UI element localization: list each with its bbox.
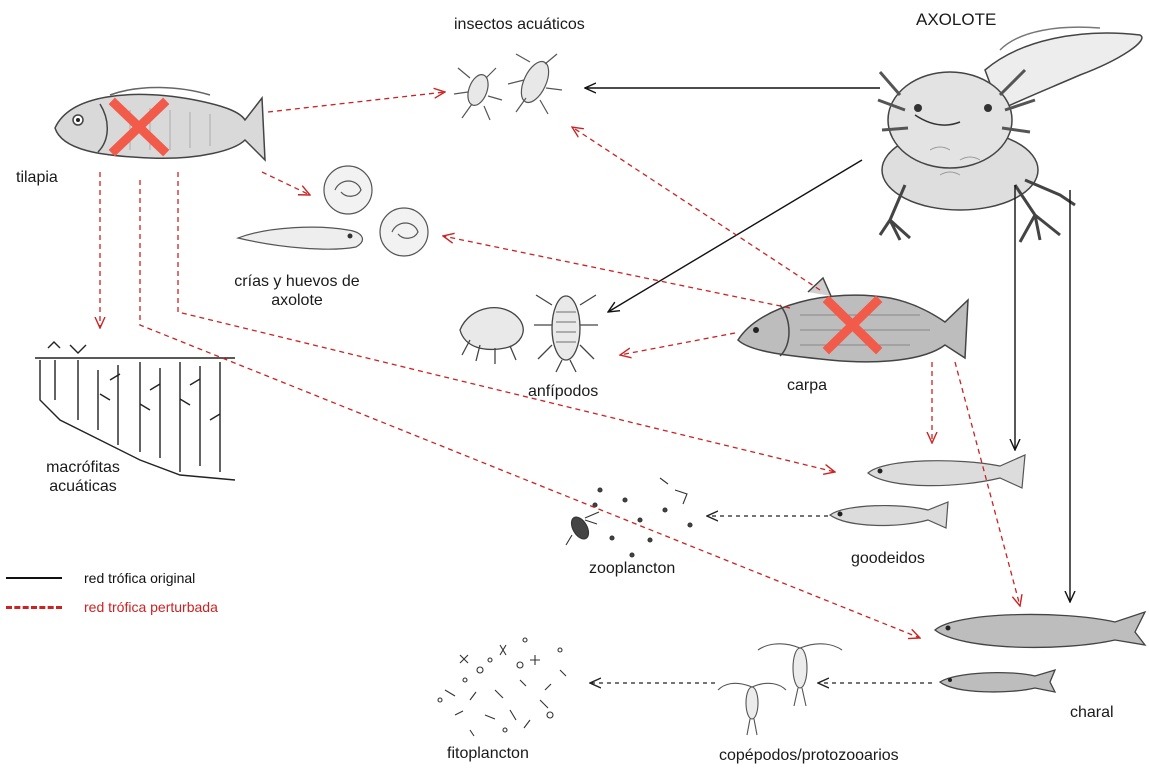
axolote-drawing [878,27,1142,242]
label-macrofitas-line1: macrófitas [28,458,138,477]
label-anfipodos: anfípodos [528,382,598,401]
copepods-drawing [718,644,842,735]
label-charal: charal [1070,703,1114,722]
label-goodeidos: goodeidos [851,549,925,568]
label-crias-line1: crías y huevos de [212,272,382,291]
legend-perturbada-text: red trófica perturbada [84,599,218,615]
label-macrofitas: macrófitas acuáticas [28,458,138,496]
arrow-carpa-insectos [572,127,820,290]
label-crias: crías y huevos de axolote [212,272,382,310]
legend-original-text: red trófica original [84,570,195,586]
arrow-tilapia-crias [262,172,310,195]
zooplankton-drawing [566,478,692,557]
arrow-carpa-anfipodos [620,333,735,355]
arrow-tilapia-insectos [268,92,445,112]
amphipods-drawing [460,295,598,372]
label-tilapia: tilapia [16,168,58,187]
label-crias-line2: axolote [212,291,382,310]
label-macrofitas-line2: acuáticas [28,477,138,496]
label-carpa: carpa [787,376,827,395]
lower-web-arrows [590,516,932,683]
charal-drawing [935,612,1145,692]
label-fitoplancton: fitoplancton [447,744,529,763]
legend-perturbada-line [6,606,62,609]
label-insectos: insectos acuáticos [454,15,585,34]
legend-original-line [6,577,62,579]
label-axolote: AXOLOTE [916,10,996,29]
arrow-carpa-crias [443,236,790,308]
goodeids-drawing [830,455,1025,528]
label-zooplancton: zooplancton [589,559,675,578]
phytoplankton-drawing [438,638,566,736]
arrow-tilapia-charal [140,180,920,638]
axolotl-eggs-larvae-drawing [238,166,428,256]
legend-perturbada: red trófica perturbada [6,597,218,617]
legend-original: red trófica original [6,568,195,588]
label-copepodos: copépodos/protozooarios [719,746,899,765]
aquatic-insects-drawing [454,54,562,120]
